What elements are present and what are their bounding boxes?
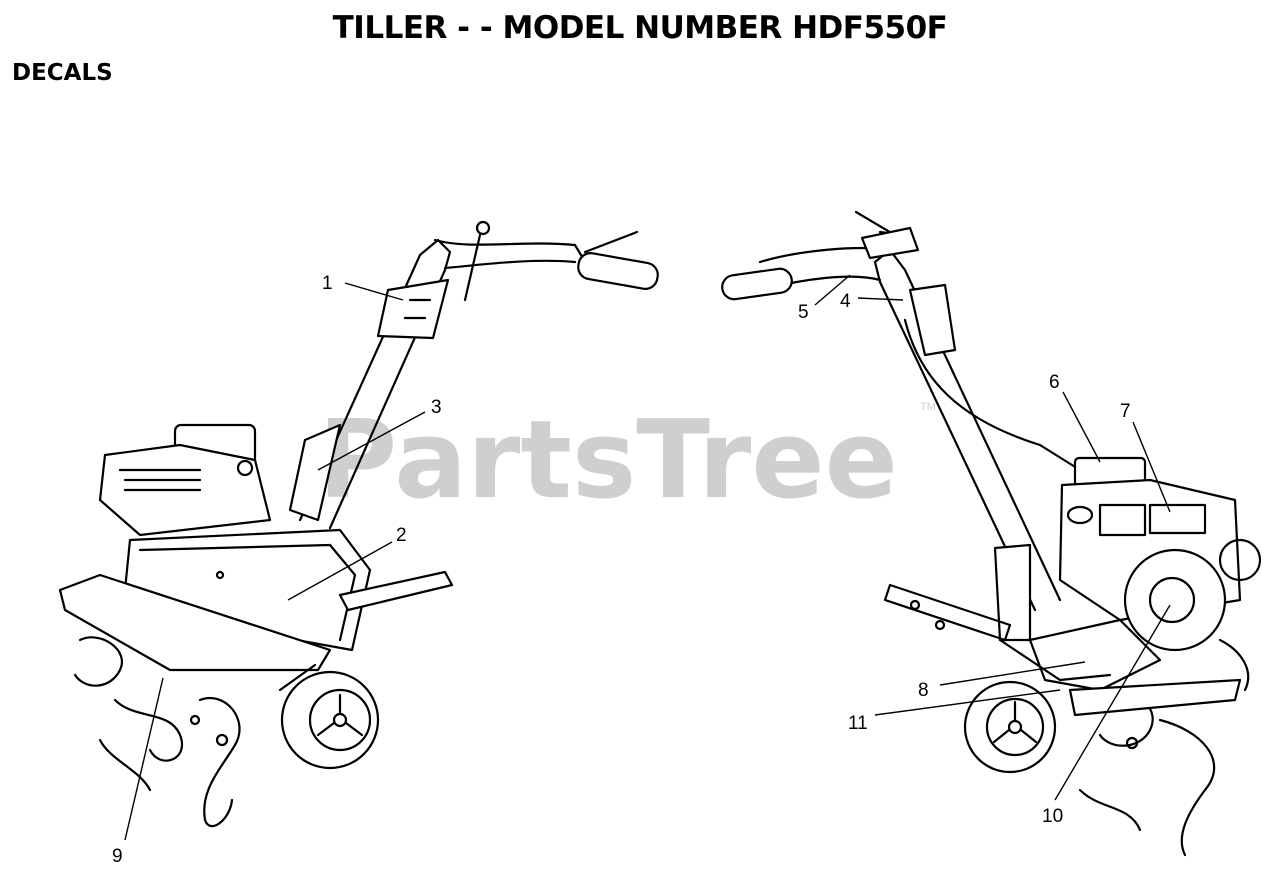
callout-6: 6 <box>1049 372 1060 393</box>
callout-8: 8 <box>918 680 929 701</box>
callout-10: 10 <box>1042 806 1063 827</box>
watermark-trademark: TM <box>920 401 936 413</box>
callout-5: 5 <box>798 302 809 323</box>
callout-11: 11 <box>848 713 868 734</box>
callout-2: 2 <box>396 525 407 546</box>
section-heading: DECALS <box>12 60 113 86</box>
callout-1: 1 <box>322 273 333 294</box>
page-title: TILLER - - MODEL NUMBER HDF550F <box>332 10 948 46</box>
right-tiller-illustration <box>721 210 1262 857</box>
partstree-watermark: PartsTree <box>318 398 898 523</box>
callout-4: 4 <box>840 291 851 312</box>
left-tiller-illustration <box>58 220 659 828</box>
callout-7: 7 <box>1120 401 1131 422</box>
callout-leaders <box>124 274 1171 841</box>
callout-9: 9 <box>112 846 123 867</box>
callout-3: 3 <box>431 397 442 418</box>
